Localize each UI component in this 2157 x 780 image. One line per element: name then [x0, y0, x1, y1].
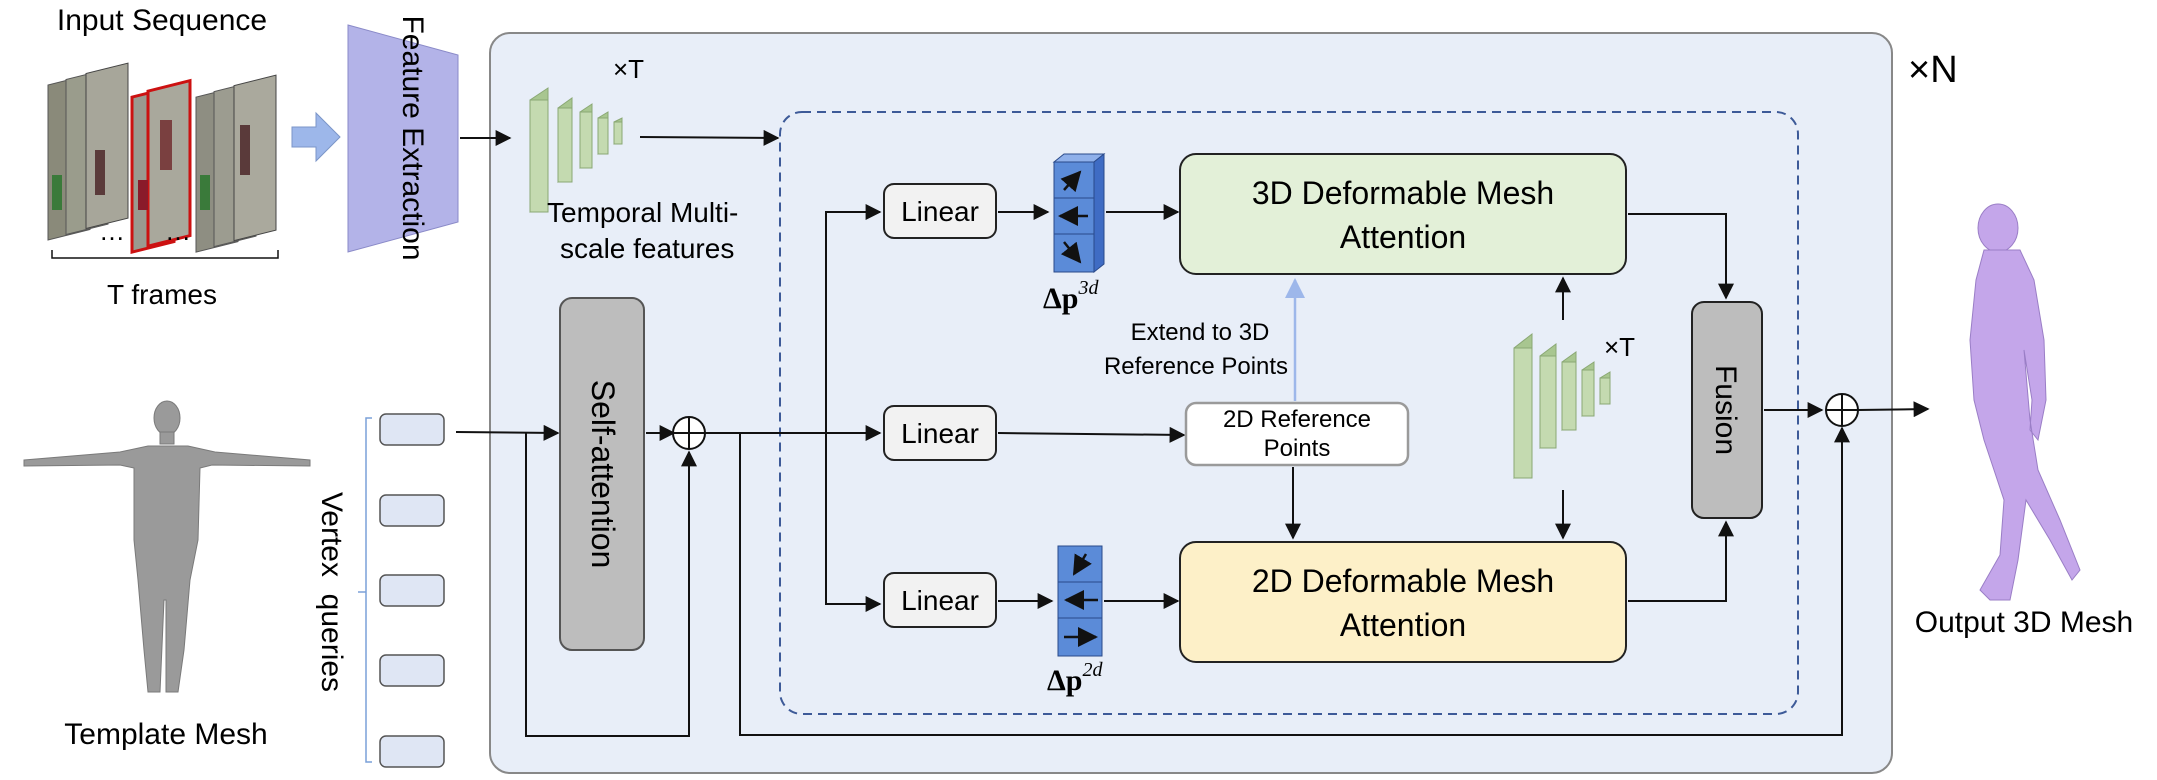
- residual-connection-2: [739, 426, 1850, 736]
- vertex-query-token: [379, 735, 445, 768]
- reference-points-2d-block: [1184, 401, 1410, 467]
- delta-p-2d-label: Δp2d: [1047, 659, 1104, 697]
- linear-block-top: [883, 183, 997, 239]
- linear-block-bottom: [883, 572, 997, 628]
- self-attention-block: [559, 297, 645, 651]
- fusion-label: Fusion: [1709, 365, 1742, 455]
- self-attention-label: Self-attention: [585, 380, 621, 569]
- linear-label-mid: Linear: [901, 418, 979, 449]
- reference-points-2d-line2: Points: [1264, 435, 1331, 462]
- feature-extraction-block: [347, 24, 459, 253]
- attention-2d-line1: 2D Deformable Mesh: [1252, 563, 1554, 599]
- template-mesh-figure: [23, 400, 311, 693]
- vertex-query-token: [379, 494, 445, 527]
- linear-label-bottom: Linear: [901, 585, 979, 616]
- add-operator-1: [672, 416, 706, 450]
- extend-label-line2: Reference Points: [1104, 353, 1288, 380]
- linear-label-top: Linear: [901, 196, 979, 227]
- attention-3d-line1: 3D Deformable Mesh: [1252, 175, 1554, 211]
- dots-2: …: [165, 216, 191, 246]
- delta-p-3d-label: Δp3d: [1043, 277, 1100, 315]
- input-sequence-title: Input Sequence: [57, 4, 267, 37]
- feature-extraction-label: Feature Extraction: [396, 15, 429, 260]
- vertex-query-token: [379, 654, 445, 687]
- attention-2d-line2: Attention: [1340, 607, 1466, 643]
- temporal-to-panel-arrow: [639, 129, 780, 146]
- output-mesh-figure: [1969, 203, 2081, 601]
- add-operator-2: [1825, 393, 1859, 427]
- temporal-multiscale-block-2: [1513, 332, 1611, 480]
- delta-p-3d-offsets: [1052, 152, 1106, 274]
- temporal-label-line2: scale features: [560, 233, 734, 264]
- temporal-repeat-label: ×T: [613, 54, 644, 84]
- vertex-query-token: [379, 413, 445, 446]
- frames-bracket: [51, 250, 279, 259]
- reference-points-2d-line1: 2D Reference: [1223, 406, 1371, 433]
- attention-2d-block: [1179, 541, 1627, 663]
- attention-3d-line2: Attention: [1340, 219, 1466, 255]
- query-to-self-attn-arrow: [455, 424, 560, 441]
- delta-p-2d-offsets: [1057, 545, 1103, 657]
- input-arrow: [291, 111, 341, 163]
- fusion-block: [1691, 301, 1763, 519]
- linear-block-mid: [883, 405, 997, 461]
- repeat-n-label: ×N: [1908, 49, 1958, 91]
- temporal-multiscale-block: [529, 87, 623, 213]
- deformable-attention-panel: [779, 111, 1799, 715]
- temporal-repeat-label-2: ×T: [1604, 332, 1635, 362]
- temporal-label-line1: Temporal Multi-: [547, 197, 738, 228]
- dots-1: …: [99, 216, 125, 246]
- input-frames: [47, 62, 277, 254]
- output-arrow: [1857, 401, 1930, 418]
- vertex-query-token: [379, 574, 445, 607]
- t-frames-label: T frames: [107, 279, 217, 310]
- attention-3d-block: [1179, 153, 1627, 275]
- output-mesh-label: Output 3D Mesh: [1915, 606, 2133, 639]
- vertex-queries-bracket: [365, 417, 372, 763]
- extend-label-line1: Extend to 3D: [1131, 319, 1270, 346]
- template-mesh-label: Template Mesh: [64, 718, 267, 751]
- residual-connection-1: [525, 432, 697, 737]
- vertex-queries-label: Vertex queries: [315, 492, 348, 692]
